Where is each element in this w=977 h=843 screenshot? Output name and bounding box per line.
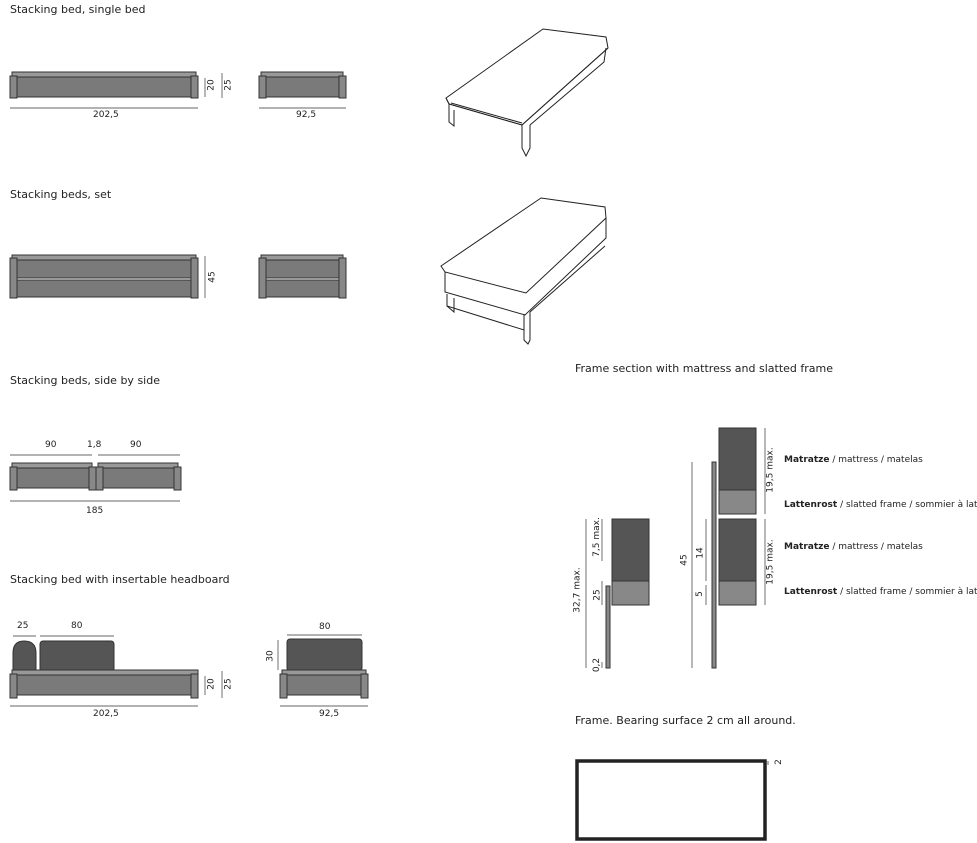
dim-left-mid: 25 xyxy=(592,589,603,601)
dim-hb-1: 25 xyxy=(17,621,29,631)
dim-side-w1: 90 xyxy=(45,440,57,450)
dim-side-total: 185 xyxy=(86,506,104,516)
frame-top-view xyxy=(575,759,769,841)
dim-side-w2: 90 xyxy=(130,440,142,450)
dim-side-gap: 1,8 xyxy=(87,440,102,450)
legend-slatted-frame-2: Lattenrost / slatted frame / sommier à l… xyxy=(784,587,977,597)
side-by-side-view xyxy=(9,462,182,491)
dim-single-h2: 25 xyxy=(223,79,234,91)
dim-hb-h1: 20 xyxy=(206,678,217,690)
legend-mattress-1: Matratze / mattress / matelas xyxy=(784,455,923,465)
dim-right-m1: 19,5 max. xyxy=(765,447,776,493)
dim-left-total: 32,7 max. xyxy=(572,567,583,613)
title-single-bed: Stacking bed, single bed xyxy=(10,3,146,16)
frame-section-left-dims xyxy=(585,519,603,668)
dim-hb-length: 202,5 xyxy=(93,709,119,719)
single-bed-end-view xyxy=(258,71,347,99)
dim-set-height: 45 xyxy=(207,271,218,283)
frame-section-left xyxy=(605,518,650,669)
headboard-side-view xyxy=(9,640,199,699)
dim-right-b: 5 xyxy=(694,591,705,597)
headboard-end-view xyxy=(279,638,369,699)
dim-frame-bearing: 2 xyxy=(773,759,784,765)
perspective-single-bed xyxy=(445,28,609,158)
set-end-view xyxy=(258,254,347,299)
dim-hb-end-height: 30 xyxy=(265,650,276,662)
legend-mattress-2: Matratze / mattress / matelas xyxy=(784,542,923,552)
perspective-set xyxy=(440,197,607,345)
dim-left-bottom: 0,2 xyxy=(592,657,603,673)
dim-hb-2: 80 xyxy=(71,621,83,631)
title-frame: Frame. Bearing surface 2 cm all around. xyxy=(575,714,796,727)
title-headboard: Stacking bed with insertable headboard xyxy=(10,573,230,586)
dim-hb-h2: 25 xyxy=(223,678,234,690)
dim-right-m2: 19,5 max. xyxy=(765,539,776,585)
dim-left-top: 7,5 max. xyxy=(591,517,602,557)
dim-hb-end-length: 92,5 xyxy=(319,709,340,719)
single-bed-side-view xyxy=(9,71,199,99)
title-frame-section: Frame section with mattress and slatted … xyxy=(575,362,834,375)
frame-section-right xyxy=(711,427,757,669)
dim-right-a: 14 xyxy=(695,547,706,559)
set-side-view xyxy=(9,254,199,299)
dim-single-length: 202,5 xyxy=(93,110,119,120)
title-set: Stacking beds, set xyxy=(10,188,112,201)
dim-single-width: 92,5 xyxy=(296,110,317,120)
dim-right-total: 45 xyxy=(679,554,690,566)
legend-slatted-frame-1: Lattenrost / slatted frame / sommier à l… xyxy=(784,500,977,510)
dim-single-h1: 20 xyxy=(206,79,217,91)
dimension-lines xyxy=(10,73,368,707)
dim-hb-end-width: 80 xyxy=(319,622,331,632)
frame-section-right-dims xyxy=(691,428,766,668)
title-side-by-side: Stacking beds, side by side xyxy=(10,374,160,387)
